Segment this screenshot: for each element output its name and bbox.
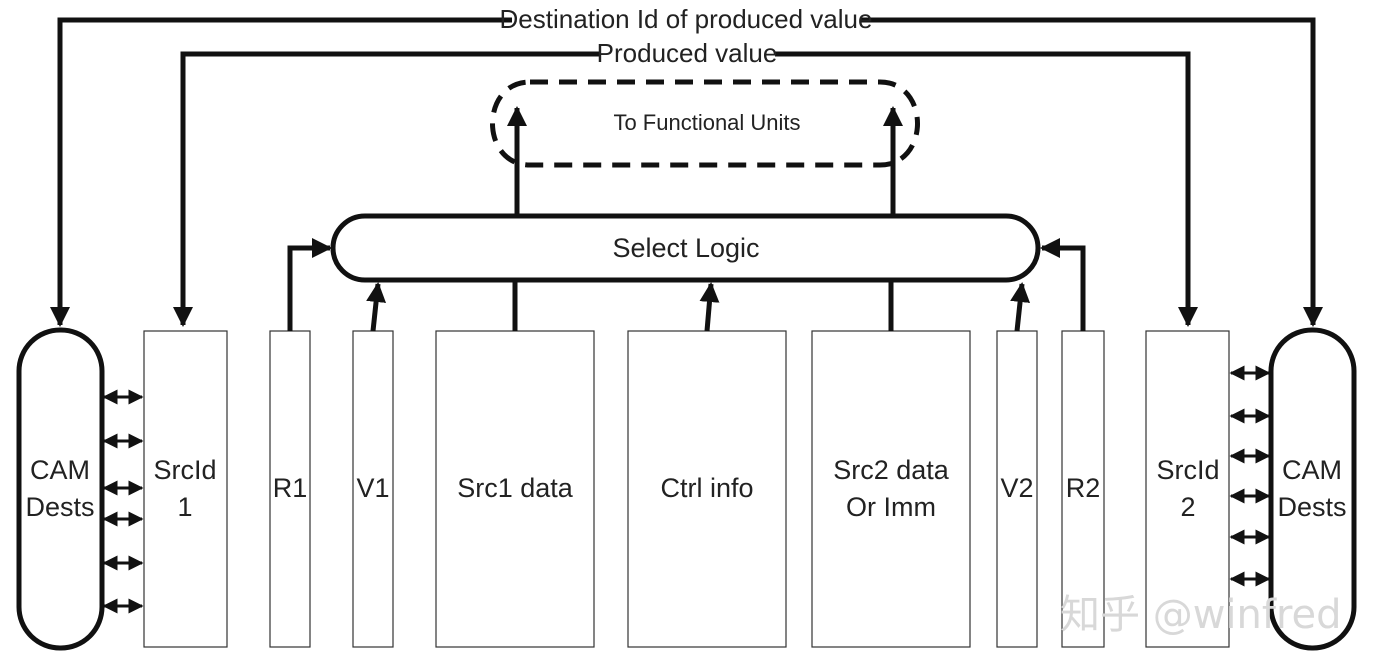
v1-field — [352, 330, 394, 648]
dest-id-bus — [50, 17, 1323, 327]
src2-data-field — [811, 330, 971, 648]
functional-units-label: To Functional Units — [613, 110, 800, 135]
srcid1-line1: SrcId — [153, 455, 216, 485]
cam-compare-arrows-left — [102, 389, 144, 614]
v2-label: V2 — [1000, 473, 1033, 503]
cam-dests-left — [16, 327, 105, 651]
produced-value-bus — [173, 51, 1198, 327]
produced-value-label: Produced value — [597, 38, 778, 68]
dest-id-label: Destination Id of produced value — [500, 4, 873, 34]
cam-dests-right — [1268, 327, 1357, 651]
select-logic-box — [330, 213, 1041, 283]
cam-left-line2: Dests — [25, 492, 94, 522]
functional-units-boundary — [490, 79, 920, 168]
ctrl-info-label: Ctrl info — [660, 473, 753, 503]
r1-field — [269, 330, 311, 648]
select-logic-label: Select Logic — [612, 233, 759, 263]
srcid1-field — [143, 330, 228, 648]
srcid2-line2: 2 — [1180, 492, 1195, 522]
ctrl-info-field — [627, 330, 787, 648]
cam-right-line2: Dests — [1277, 492, 1346, 522]
srcid2-field — [1145, 330, 1230, 648]
src1-data-label: Src1 data — [457, 473, 574, 503]
v2-field — [996, 330, 1038, 648]
src2-data-line1: Src2 data — [833, 455, 950, 485]
cam-right-line1: CAM — [1282, 455, 1342, 485]
issue-arrows — [507, 106, 903, 216]
srcid2-line1: SrcId — [1156, 455, 1219, 485]
r1-label: R1 — [273, 473, 308, 503]
select-inputs — [287, 238, 1086, 332]
cam-left-line1: CAM — [30, 455, 90, 485]
v1-label: V1 — [356, 473, 389, 503]
cam-compare-arrows-right — [1229, 365, 1271, 587]
srcid1-line2: 1 — [177, 492, 192, 522]
watermark: 知乎 @winfred — [1060, 592, 1342, 638]
r2-label: R2 — [1066, 473, 1101, 503]
src2-data-line2: Or Imm — [846, 492, 936, 522]
src1-data-field — [435, 330, 595, 648]
